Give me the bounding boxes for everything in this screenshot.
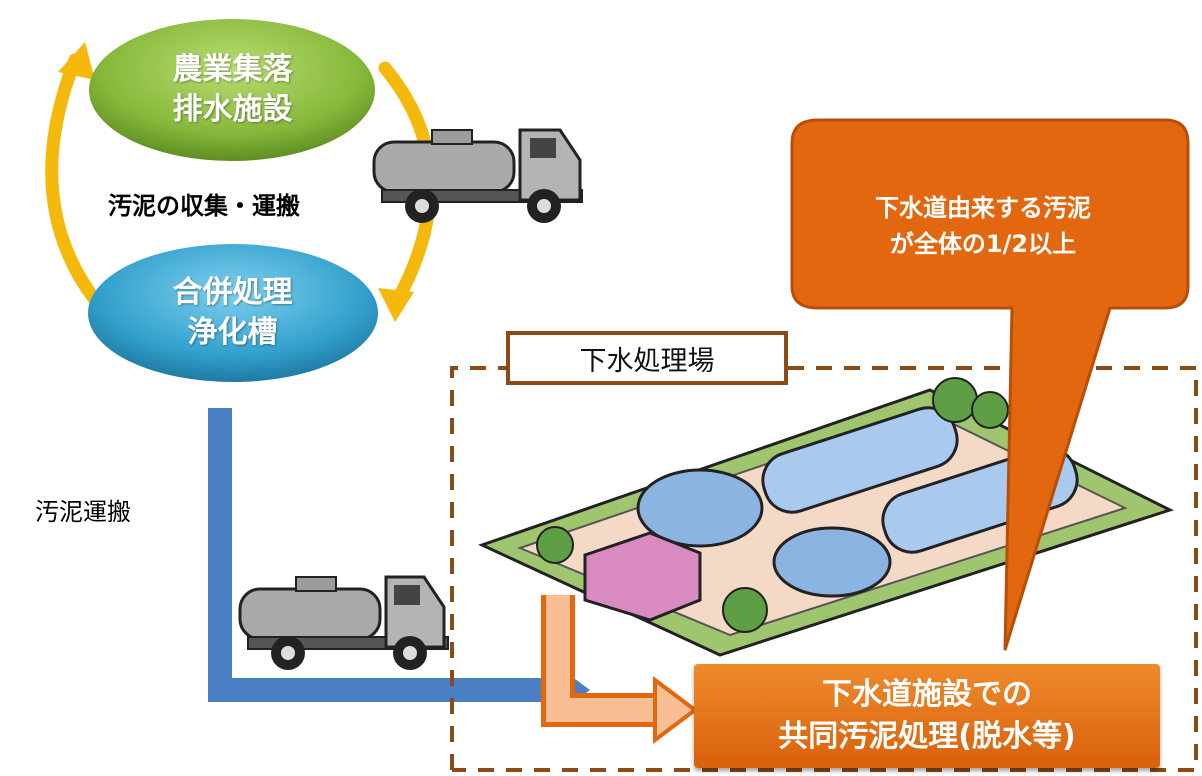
tanker-truck-icon bbox=[372, 128, 583, 223]
rural-drainage-label: 農業集落 排水施設 bbox=[150, 50, 315, 130]
septic-tank-line1: 合併処理 bbox=[172, 275, 293, 310]
tanker-truck-icon bbox=[238, 575, 449, 670]
rural-drainage-line2: 排水施設 bbox=[172, 92, 293, 127]
cycle-arrow-left bbox=[45, 53, 102, 307]
plant-to-process-arrow bbox=[541, 595, 699, 744]
result-line2: 共同汚泥処理(脱水等) bbox=[778, 719, 1076, 754]
callout-line1: 下水道由来する汚泥 bbox=[875, 194, 1091, 222]
septic-tank-label: 合併処理 浄化槽 bbox=[150, 273, 315, 353]
callout-bubble bbox=[790, 118, 1190, 651]
result-line1: 下水道施設での bbox=[822, 677, 1032, 712]
cycle-arrowhead-right bbox=[378, 288, 414, 322]
sewage-plant-illustration bbox=[477, 377, 1174, 657]
collection-label: 汚泥の収集・運搬 bbox=[108, 192, 300, 220]
rural-drainage-node bbox=[89, 19, 375, 161]
callout-text: 下水道由来する汚泥 が全体の1/2以上 bbox=[808, 190, 1158, 262]
septic-tank-line2: 浄化槽 bbox=[187, 315, 278, 350]
sewage-plant-boundary bbox=[450, 366, 1198, 772]
cycle-arrowhead-left bbox=[58, 42, 95, 80]
transport-label: 汚泥運搬 bbox=[35, 498, 131, 526]
joint-sludge-treatment-box: 下水道施設での 共同汚泥処理(脱水等) bbox=[694, 664, 1160, 768]
septic-tank-node bbox=[88, 244, 378, 382]
rural-drainage-line1: 農業集落 bbox=[172, 52, 293, 87]
callout-line2: が全体の1/2以上 bbox=[889, 230, 1077, 258]
sewage-plant-label: 下水処理場 bbox=[506, 331, 788, 385]
